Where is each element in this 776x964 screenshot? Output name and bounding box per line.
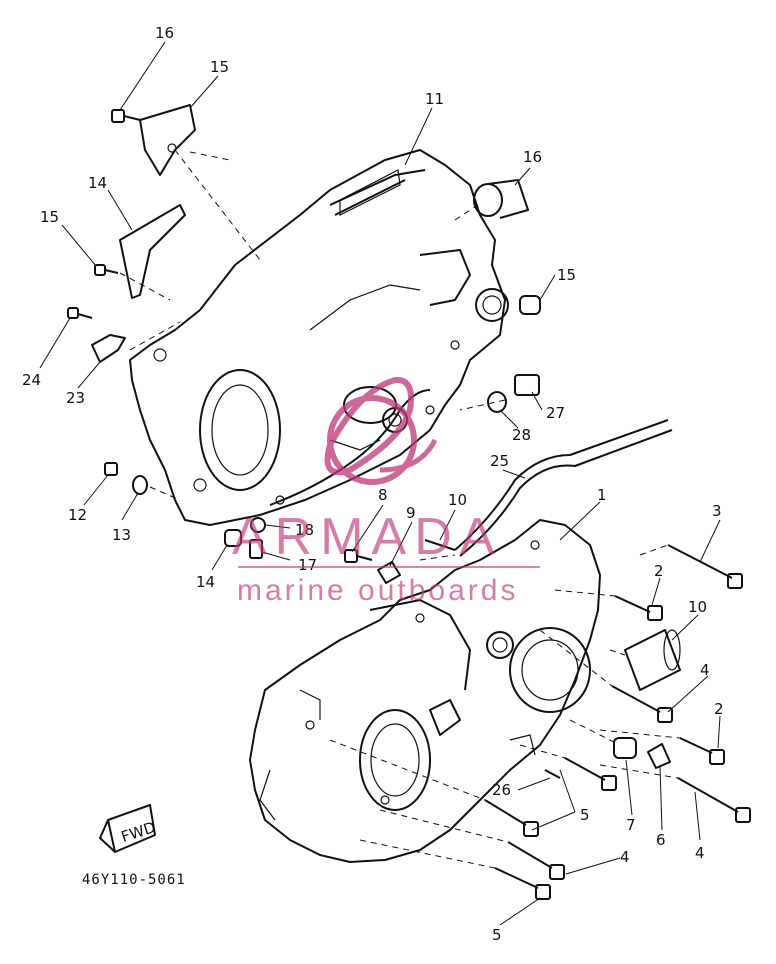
plate-19: [119, 204, 186, 299]
bolt-2-lower: [679, 737, 725, 765]
washer-18: [250, 517, 266, 533]
callout-28: 28: [512, 426, 531, 444]
bracket-21: [139, 104, 196, 176]
callout-8: 9: [406, 504, 416, 522]
bolt-24: [67, 307, 93, 319]
callout-19: 14: [88, 174, 107, 192]
bolt-2-upper: [614, 595, 663, 621]
callout-4-lower: 4: [620, 848, 630, 866]
clip-8: [377, 561, 401, 584]
bushing-10: [624, 629, 681, 691]
bushing-7: [613, 737, 637, 759]
callout-labels: 16 15 14 15 24 23 12 13 14 18 17 11 16 1…: [22, 24, 724, 944]
callout-12: 10: [448, 491, 467, 509]
callout-20: 15: [40, 208, 59, 226]
callout-14: 13: [112, 526, 131, 544]
callout-22: 16: [155, 24, 174, 42]
callout-2-lower: 2: [714, 700, 724, 718]
callout-17: 17: [298, 556, 317, 574]
hose-25: [454, 419, 673, 557]
callout-1: 1: [597, 486, 607, 504]
watermark-tagline: marine outboards: [237, 574, 518, 607]
bolt-20: [94, 264, 119, 276]
bolt-9: [344, 549, 373, 563]
callout-26: 26: [492, 781, 511, 799]
watermark: ARMADA marine outboards: [232, 376, 540, 607]
plug-17: [249, 539, 263, 559]
callout-23: 23: [66, 389, 85, 407]
pin-12: [424, 539, 456, 551]
crankcase-lower: [249, 519, 601, 863]
bolt-4-lower: [507, 841, 565, 880]
bolt-4-upper: [611, 685, 673, 723]
bushing-16: [473, 179, 529, 219]
bolt-5-b: [484, 799, 539, 837]
callout-18: 18: [295, 521, 314, 539]
bolt-3-lower: [677, 777, 751, 823]
plug-27: [514, 374, 540, 396]
callout-2-upper: 2: [654, 562, 664, 580]
callout-9: 8: [378, 486, 388, 504]
watermark-brand: ARMADA: [232, 508, 502, 566]
callout-7: 7: [626, 816, 636, 834]
leader-lines: [39, 41, 721, 926]
washer-14: [132, 475, 148, 495]
callout-6: 6: [656, 831, 666, 849]
bolt-5-c: [494, 867, 551, 900]
callout-15-lower: 14: [196, 573, 215, 591]
callout-21: 15: [210, 58, 229, 76]
dowel-15-upper: [519, 295, 541, 315]
callout-3-upper: 3: [712, 502, 722, 520]
crankcase-cover-upper: [129, 149, 509, 526]
callout-24: 24: [22, 371, 41, 389]
callout-15-upper: 15: [557, 266, 576, 284]
callout-27: 27: [546, 404, 565, 422]
bolt-5-a: [564, 757, 617, 791]
washer-28: [487, 391, 507, 413]
callout-4-upper: 4: [700, 661, 710, 679]
pin-26: [544, 769, 561, 779]
callout-11: 11: [425, 90, 444, 108]
callout-16: 16: [523, 148, 542, 166]
clip-6: [647, 743, 671, 769]
part-code: 46Y110-5061: [82, 872, 186, 888]
callout-25: 25: [490, 452, 509, 470]
watermark-logo-icon: [324, 376, 438, 485]
callout-10: 10: [688, 598, 707, 616]
callout-5-mid: 5: [580, 806, 590, 824]
callout-13: 12: [68, 506, 87, 524]
fwd-arrow-icon: [99, 804, 156, 853]
dowel-15-lower: [224, 529, 242, 547]
callout-3-lower: 4: [695, 844, 705, 862]
bolt-13: [104, 462, 118, 476]
clamp-23: [91, 334, 126, 363]
bolt-22: [111, 109, 141, 123]
callout-5-bottom: 5: [492, 926, 502, 944]
